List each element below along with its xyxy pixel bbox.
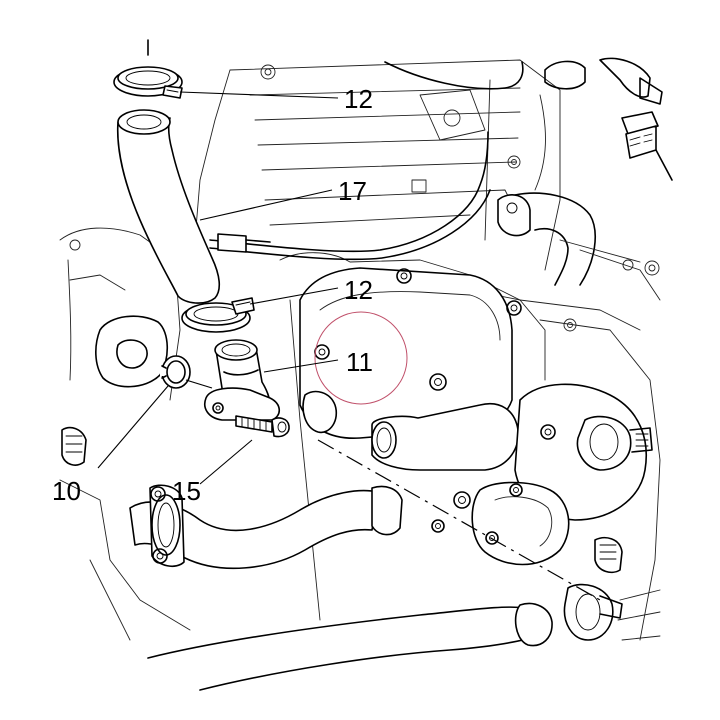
leader-11 bbox=[263, 359, 339, 373]
leader-12-lower bbox=[249, 287, 339, 305]
callout-17: 17 bbox=[338, 176, 367, 206]
leader-17 bbox=[199, 189, 333, 221]
leader-12-upper bbox=[179, 91, 339, 99]
elbow-fitting-11 bbox=[204, 339, 281, 421]
engine-block-background bbox=[59, 57, 673, 691]
lower-hose-clamp bbox=[181, 297, 255, 333]
callout-labels: 12 17 12 11 10 15 bbox=[52, 84, 373, 506]
assembly-axis-line bbox=[317, 439, 601, 601]
leader-15 bbox=[199, 439, 253, 485]
o-ring-10 bbox=[160, 355, 191, 389]
coolant-hose-17 bbox=[116, 109, 221, 304]
callout-10: 10 bbox=[52, 476, 81, 506]
callout-15: 15 bbox=[172, 476, 201, 506]
bolt-15 bbox=[235, 415, 290, 438]
leader-lines bbox=[97, 91, 339, 485]
callout-12-lower: 12 bbox=[344, 275, 373, 305]
callout-11: 11 bbox=[346, 347, 373, 377]
leader-10 bbox=[97, 385, 169, 469]
upper-hose-clamp bbox=[113, 39, 183, 99]
callout-12-upper: 12 bbox=[344, 84, 373, 114]
highlight-circle bbox=[314, 311, 408, 405]
